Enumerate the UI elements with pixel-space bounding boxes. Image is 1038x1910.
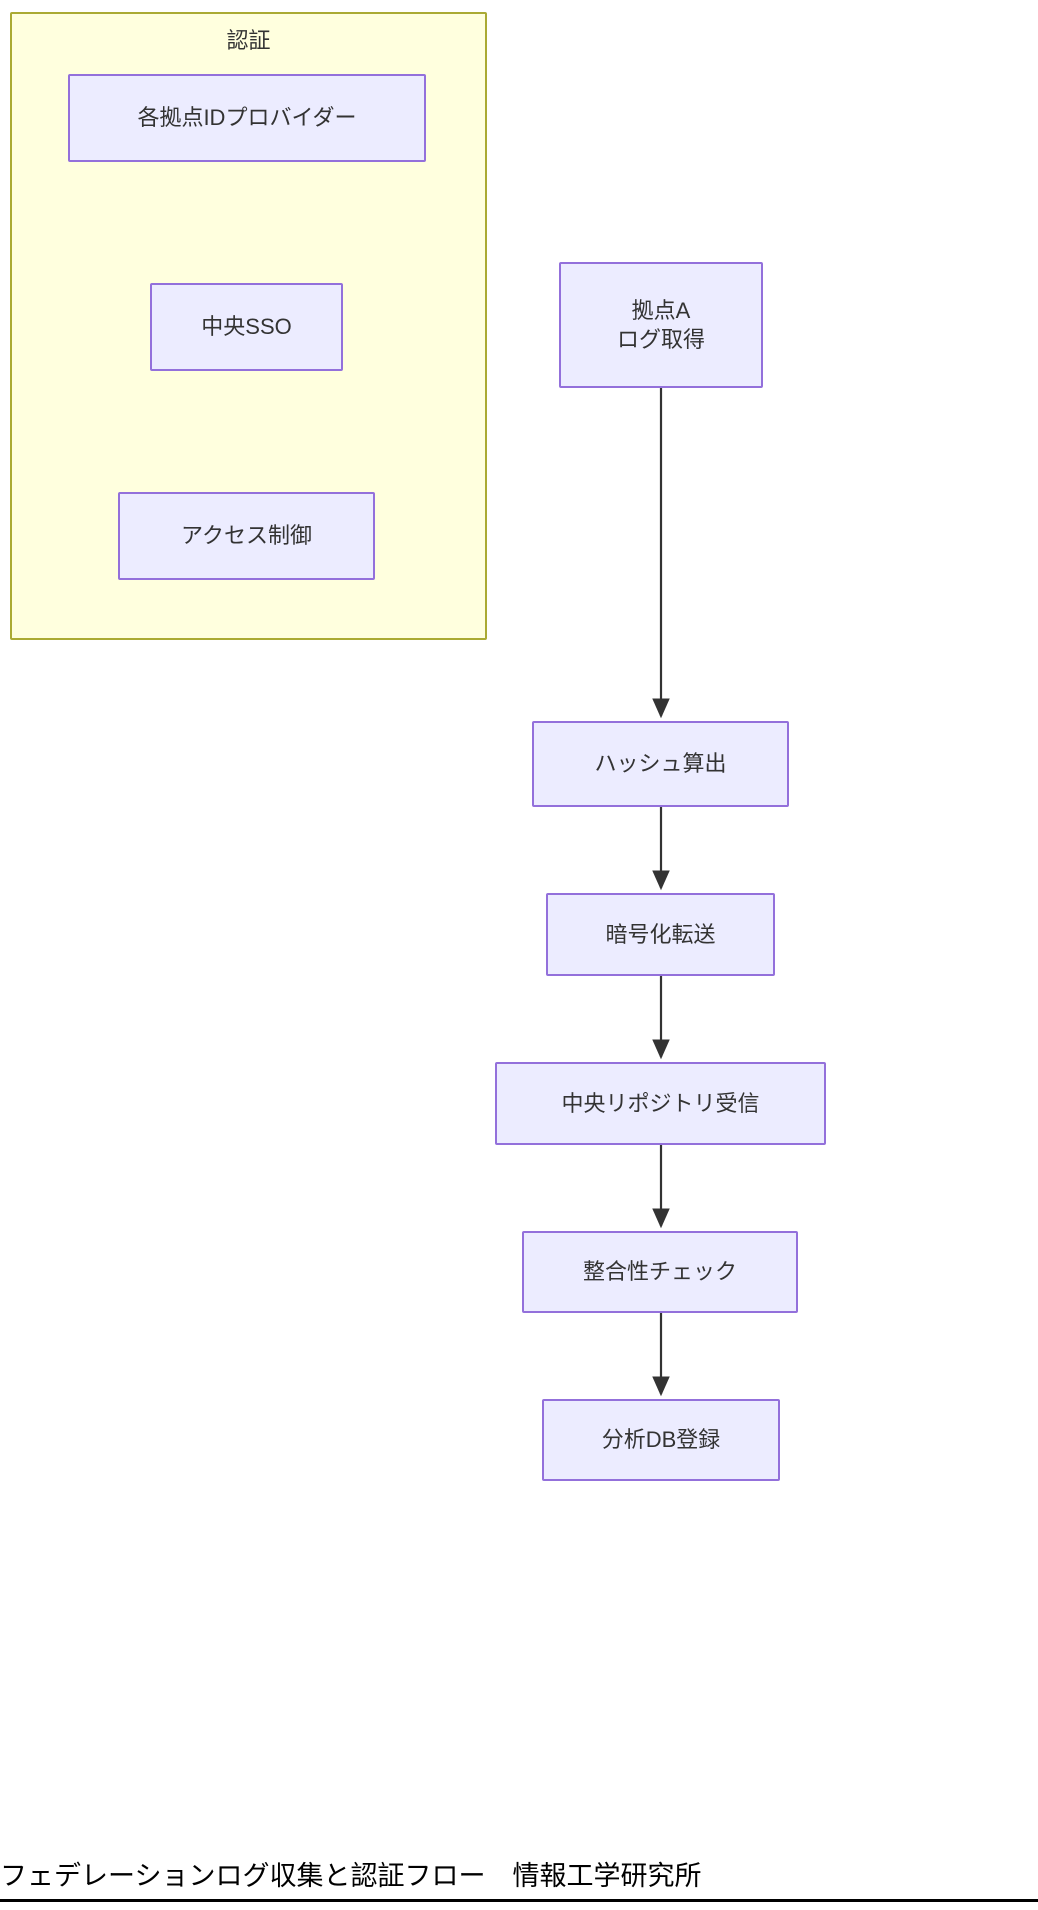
node-idp-label: 各拠点IDプロバイダー bbox=[137, 105, 357, 131]
diagram-caption: フェデレーションログ収集と認証フロー 情報工学研究所 bbox=[0, 1854, 1038, 1902]
node-access[interactable]: アクセス制御 bbox=[118, 492, 375, 580]
node-hash-label: ハッシュ算出 bbox=[594, 751, 727, 777]
node-analysis-db[interactable]: 分析DB登録 bbox=[542, 1399, 780, 1481]
node-encrypt-transfer[interactable]: 暗号化転送 bbox=[546, 893, 775, 976]
node-integrity-check[interactable]: 整合性チェック bbox=[522, 1231, 798, 1313]
node-site-a-log[interactable]: 拠点A ログ取得 bbox=[559, 262, 763, 388]
node-sso[interactable]: 中央SSO bbox=[150, 283, 343, 371]
node-integrity-check-label: 整合性チェック bbox=[582, 1259, 737, 1285]
node-site-a-log-label: 拠点A ログ取得 bbox=[616, 297, 705, 352]
node-hash[interactable]: ハッシュ算出 bbox=[532, 721, 789, 807]
node-central-repository[interactable]: 中央リポジトリ受信 bbox=[495, 1062, 826, 1145]
node-analysis-db-label: 分析DB登録 bbox=[601, 1427, 721, 1453]
node-access-label: アクセス制御 bbox=[181, 523, 312, 549]
subgraph-auth-title: 認証 bbox=[226, 28, 271, 53]
node-encrypt-transfer-label: 暗号化転送 bbox=[605, 921, 716, 947]
node-central-repository-label: 中央リポジトリ受信 bbox=[561, 1090, 760, 1116]
node-sso-label: 中央SSO bbox=[201, 314, 292, 340]
node-idp[interactable]: 各拠点IDプロバイダー bbox=[68, 74, 426, 162]
